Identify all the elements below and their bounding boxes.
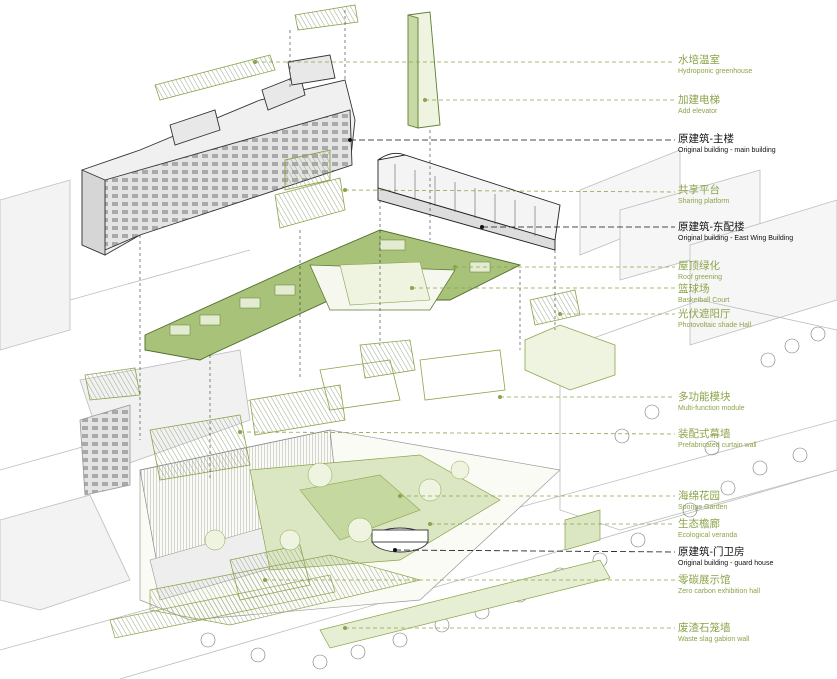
label-zh: 原建筑-主楼 <box>678 133 734 145</box>
leader-lines <box>238 60 676 630</box>
label-en: Ecological veranda <box>678 532 738 540</box>
label-en: Basketball Court <box>678 297 730 305</box>
label-photovoltaic-shade-hall: 光伏遮阳厅 Photovoltaic shade Hall <box>678 308 751 330</box>
main-building <box>81 54 356 256</box>
label-add-elevator: 加建电梯 Add elevator <box>678 94 720 116</box>
label-zh: 装配式幕墙 <box>678 428 731 440</box>
label-sponge-garden: 海绵花园 Sponge Garden <box>678 490 727 512</box>
label-multi-function-module: 多功能模块 Multi-function module <box>678 391 745 413</box>
label-zh: 废渣石笼墙 <box>678 622 731 634</box>
explode-guide-lines <box>139 10 556 480</box>
label-zh: 光伏遮阳厅 <box>678 308 731 320</box>
label-en: Prefabricated curtain wall <box>678 442 757 450</box>
label-zh: 海绵花园 <box>678 490 720 502</box>
label-zh: 篮球场 <box>678 283 710 295</box>
added-elements <box>154 4 441 229</box>
label-en: Hydroponic greenhouse <box>678 68 753 76</box>
label-en: Multi-function module <box>678 405 745 413</box>
label-zh: 生态檐廊 <box>678 518 720 530</box>
label-east-wing-building: 原建筑-东配楼 Original building - East Wing Bu… <box>678 221 793 243</box>
label-en: Sponge Garden <box>678 504 728 512</box>
label-zh: 水培温室 <box>678 54 720 66</box>
label-en: Add elevator <box>678 108 718 116</box>
label-zh: 屋顶绿化 <box>678 260 720 272</box>
label-en: Original building - East Wing Building <box>678 235 794 243</box>
label-zh: 原建筑-东配楼 <box>678 221 745 233</box>
label-main-building: 原建筑-主楼 Original building - main building <box>678 133 776 155</box>
label-en: Original building - guard house <box>678 560 774 568</box>
label-basketball-court: 篮球场 Basketball Court <box>678 283 729 305</box>
label-en: Original building - main building <box>678 147 776 155</box>
label-en: Waste slag gabion wall <box>678 636 750 644</box>
east-wing-building <box>377 152 561 251</box>
label-en: Roof greening <box>678 274 722 282</box>
ground-level <box>109 429 611 649</box>
label-zh: 原建筑-门卫房 <box>678 546 745 558</box>
label-sharing-platform: 共享平台 Sharing platform <box>678 184 729 206</box>
roof-greening-slab <box>144 229 522 361</box>
label-en: Photovoltaic shade Hall <box>678 322 752 330</box>
label-hydroponic-greenhouse: 水培温室 Hydroponic greenhouse <box>678 54 752 76</box>
label-zh: 多功能模块 <box>678 391 731 403</box>
label-guard-house: 原建筑-门卫房 Original building - guard house <box>678 546 773 568</box>
label-zh: 加建电梯 <box>678 94 720 106</box>
label-en: Zero carbon exhibition hall <box>678 588 761 596</box>
label-ecological-veranda: 生态檐廊 Ecological veranda <box>678 518 737 540</box>
label-zero-carbon-exhibition-hall: 零碳展示馆 Zero carbon exhibition hall <box>678 574 760 596</box>
label-zh: 零碳展示馆 <box>678 574 731 586</box>
label-waste-slag-gabion-wall: 废渣石笼墙 Waste slag gabion wall <box>678 622 749 644</box>
label-en: Sharing platform <box>678 198 730 206</box>
curtain-wall-level <box>84 289 616 481</box>
label-zh: 共享平台 <box>678 184 720 196</box>
label-roof-greening: 屋顶绿化 Roof greening <box>678 260 722 282</box>
label-prefabricated-curtain-wall: 装配式幕墙 Prefabricated curtain wall <box>678 428 757 450</box>
